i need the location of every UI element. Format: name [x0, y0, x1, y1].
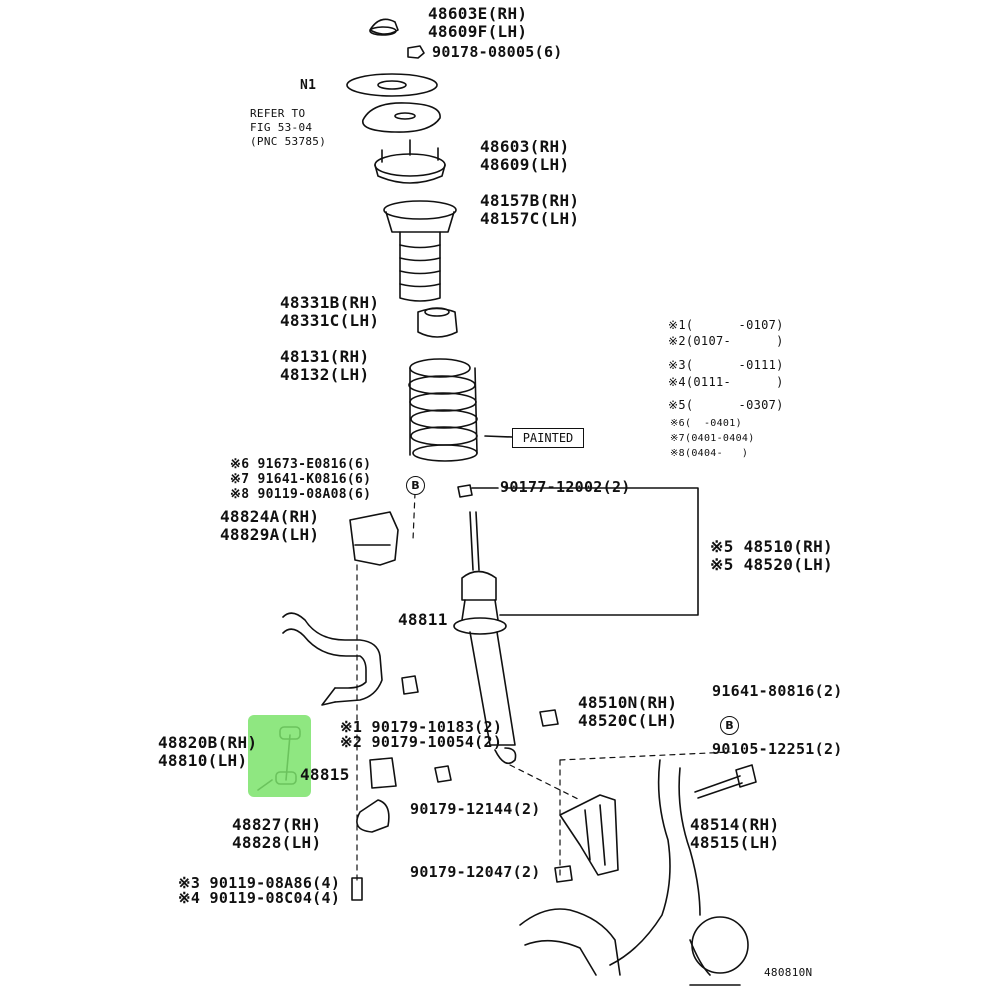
upper-insulator — [362, 102, 441, 133]
note-8: ※8(0404- ) — [670, 448, 749, 459]
circle-marker-b-upper: B — [406, 476, 425, 495]
part-label-90179-a: ※1 90179-10183(2) ※2 90179-10054(2) — [340, 718, 503, 751]
stabilizer-bar-48811 — [282, 612, 383, 706]
part-label-48827: 48827(RH) 48828(LH) — [232, 815, 322, 852]
part-label-91673: ※6 91673-E0816(6) ※7 91641-K0816(6) ※8 9… — [230, 457, 372, 502]
bolt-90105 — [694, 764, 757, 799]
part-label-90178: 90178-08005(6) — [432, 43, 563, 61]
part-label-48820: 48820B(RH) 48810(LH) — [158, 733, 258, 770]
note-5: ※5( -0307) — [668, 398, 784, 412]
part-label-48131: 48131(RH) 48132(LH) — [280, 347, 370, 384]
lower-arm — [519, 759, 749, 986]
bushing-48815 — [369, 757, 397, 789]
part-label-48824: 48824A(RH) 48829A(LH) — [220, 507, 320, 544]
highlight-stabilizer-link — [248, 715, 311, 797]
note-1: ※1( -0107) — [668, 318, 784, 332]
part-label-90179-c: 90179-12047(2) — [410, 863, 541, 881]
painted-label-box: PAINTED — [512, 428, 584, 448]
part-label-90105: 90105-12251(2) — [712, 740, 843, 758]
bracket-48514 — [559, 794, 619, 876]
part-label-90179-b: 90179-12144(2) — [410, 800, 541, 818]
bump-stopper-48331 — [417, 307, 458, 338]
part-label-48603E: 48603E(RH) 48609F(LH) — [428, 4, 528, 41]
clamp-48827 — [356, 799, 390, 833]
diagram-code: 480810N — [764, 966, 813, 979]
strut-support-48603 — [374, 139, 446, 184]
washer-n1 — [346, 73, 438, 97]
shock-absorber-48510 — [453, 511, 517, 765]
note-4: ※4(0111- ) — [668, 375, 784, 389]
coil-spring-48131 — [408, 358, 478, 462]
boot-48157 — [383, 200, 457, 302]
part-label-90119: ※3 90119-08A86(4) ※4 90119-08C04(4) — [178, 874, 341, 907]
note-6: ※6( -0401) — [670, 418, 742, 429]
part-label-91641: 91641-80816(2) — [712, 682, 843, 700]
nut-90179-12047 — [554, 865, 573, 883]
part-label-48157: 48157B(RH) 48157C(LH) — [480, 191, 580, 228]
part-label-48331: 48331B(RH) 48331C(LH) — [280, 293, 380, 330]
part-label-48514: 48514(RH) 48515(LH) — [690, 815, 780, 852]
part-label-n1: N1 — [300, 78, 317, 93]
note-3: ※3( -0111) — [668, 358, 784, 372]
note-7: ※7(0401-0404) — [670, 433, 755, 444]
part-label-48815: 48815 — [300, 765, 350, 784]
part-label-48510: ※5 48510(RH) ※5 48520(LH) — [710, 537, 833, 574]
bushing-48510N — [539, 709, 559, 727]
nut-90179-12144 — [434, 765, 452, 783]
circle-marker-b-lower: B — [720, 716, 739, 735]
part-label-48603: 48603(RH) 48609(LH) — [480, 137, 570, 174]
bushing-90179 — [401, 675, 419, 695]
nut-90178 — [407, 45, 425, 59]
part-label-48811: 48811 — [398, 610, 448, 629]
note-2: ※2(0107- ) — [668, 334, 784, 348]
part-label-90177: 90177-12002(2) — [500, 478, 631, 496]
part-label-48510N: 48510N(RH) 48520C(LH) — [578, 693, 678, 730]
nut-90177 — [457, 484, 473, 498]
bolt-90119 — [351, 877, 363, 901]
cap-48603E — [369, 18, 399, 36]
bracket-48824 — [349, 511, 399, 566]
refer-to-fig: REFER TO FIG 53-04 (PNC 53785) — [250, 107, 327, 148]
